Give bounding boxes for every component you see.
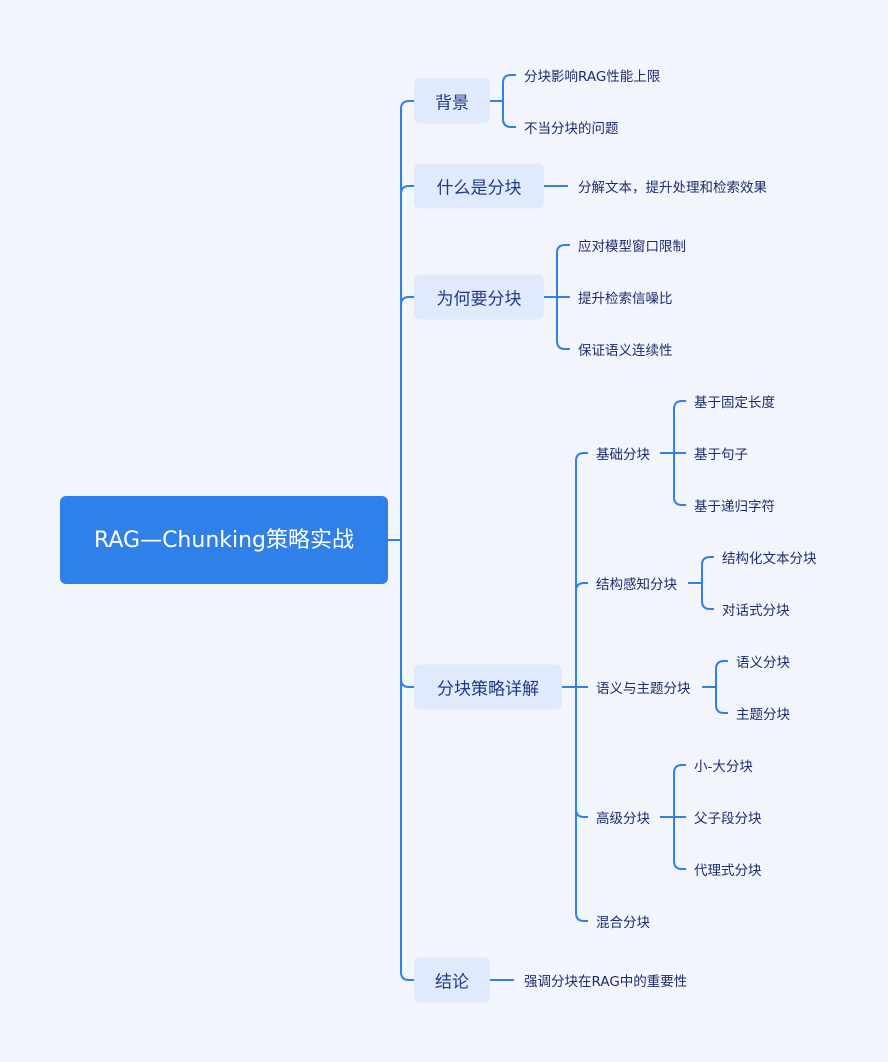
branch-label: 什么是分块 [436, 178, 522, 199]
leaf-node[interactable]: 父子段分块 [694, 811, 762, 827]
connector-line [400, 100, 414, 110]
branch-label: 结论 [435, 972, 469, 993]
branch-label: 为何要分块 [436, 289, 522, 310]
leaf-node[interactable]: 基于句子 [694, 447, 748, 463]
leaf-node[interactable]: 对话式分块 [722, 603, 790, 619]
connector-line [400, 971, 414, 981]
leaf-node[interactable]: 不当分块的问题 [524, 121, 619, 137]
connector-line [575, 452, 588, 462]
leaf-node[interactable]: 小-大分块 [694, 759, 753, 775]
connector-line [673, 764, 686, 774]
leaf-node[interactable]: 保证语义连续性 [578, 343, 673, 359]
leaf-node[interactable]: 应对模型窗口限制 [578, 239, 686, 255]
leaf-node[interactable]: 分块影响RAG性能上限 [524, 69, 661, 85]
subbranch-advanced[interactable]: 高级分块 [596, 811, 650, 827]
subbranch-structure[interactable]: 结构感知分块 [596, 577, 677, 593]
branch-why[interactable]: 为何要分块 [414, 274, 544, 320]
branch-strategies[interactable]: 分块策略详解 [414, 664, 562, 710]
leaf-node[interactable]: 代理式分块 [694, 863, 762, 879]
connector-line [502, 118, 516, 128]
connector-line [715, 660, 728, 670]
connector-line [701, 556, 714, 566]
connector-line [400, 185, 414, 195]
root-title: RAG—Chunking策略实战 [93, 527, 355, 553]
leaf-node[interactable]: 基于固定长度 [694, 395, 775, 411]
leaf-node[interactable]: 基于递归字符 [694, 499, 775, 515]
connector-line [673, 400, 686, 410]
leaf-node[interactable]: 强调分块在RAG中的重要性 [524, 974, 688, 990]
connector-line [556, 244, 570, 254]
connector-line [701, 600, 714, 610]
connector-line [556, 340, 570, 350]
root-node[interactable]: RAG—Chunking策略实战 [60, 496, 388, 584]
connector-line [575, 808, 588, 818]
connector-line [673, 860, 686, 870]
branch-background[interactable]: 背景 [414, 78, 490, 124]
leaf-node[interactable]: 提升检索信噪比 [578, 291, 673, 307]
branch-what[interactable]: 什么是分块 [414, 163, 544, 209]
connector-line [575, 912, 588, 922]
connector-line [502, 74, 516, 84]
connector-line [575, 582, 588, 592]
subbranch-hybrid[interactable]: 混合分块 [596, 915, 650, 931]
leaf-node[interactable]: 分解文本，提升处理和检索效果 [578, 180, 767, 196]
branch-conclusion[interactable]: 结论 [414, 957, 490, 1003]
leaf-node[interactable]: 主题分块 [736, 707, 790, 723]
connector-line [673, 496, 686, 506]
connector-line [715, 704, 728, 714]
subbranch-basic[interactable]: 基础分块 [596, 447, 650, 463]
connector-line [400, 296, 414, 306]
subbranch-semantic[interactable]: 语义与主题分块 [596, 681, 691, 697]
branch-label: 分块策略详解 [437, 679, 539, 700]
leaf-node[interactable]: 结构化文本分块 [722, 551, 817, 567]
leaf-node[interactable]: 语义分块 [736, 655, 790, 671]
branch-label: 背景 [435, 93, 469, 114]
connector-line [400, 678, 414, 688]
